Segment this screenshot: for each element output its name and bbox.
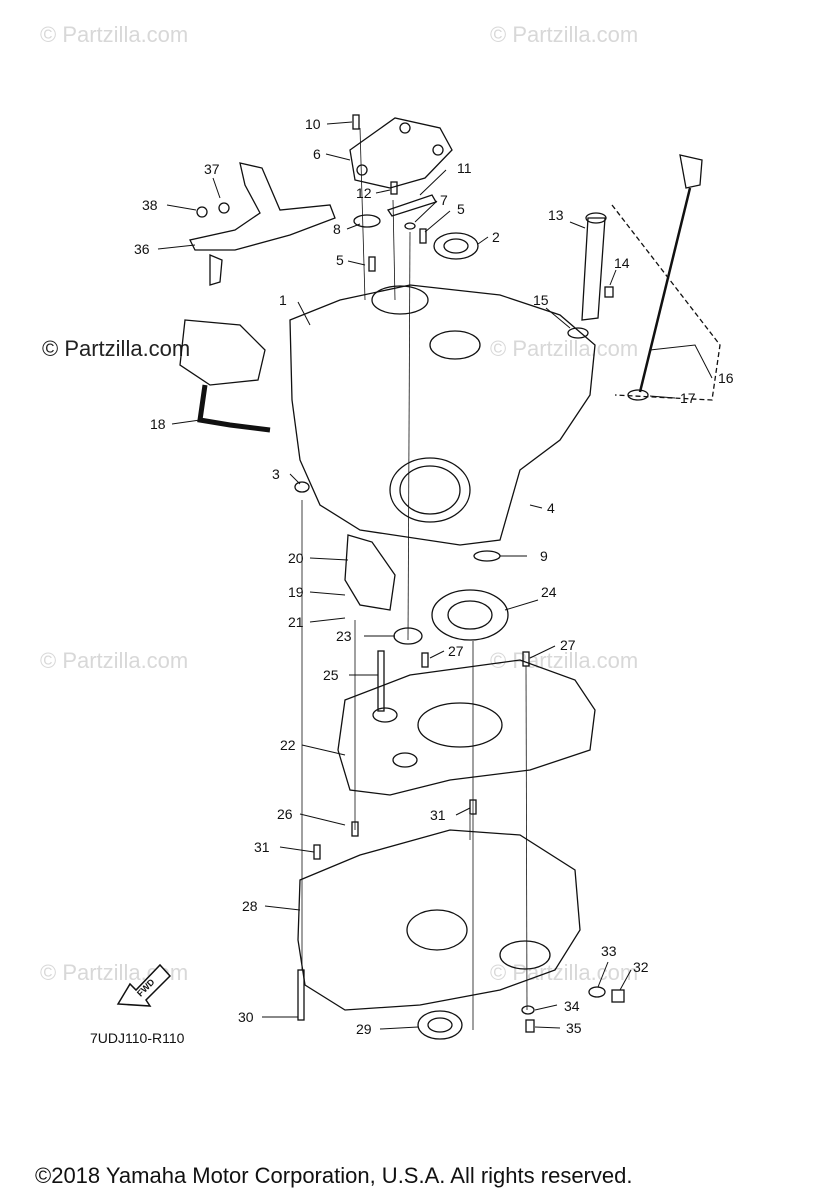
- callout-12: 12: [356, 185, 372, 201]
- callout-24: 24: [541, 584, 557, 600]
- callout-18: 18: [150, 416, 166, 432]
- callout-5b: 5: [457, 201, 465, 217]
- callout-8: 8: [333, 221, 341, 237]
- callout-25: 25: [323, 667, 339, 683]
- callout-5a: 5: [336, 252, 344, 268]
- callout-20: 20: [288, 550, 304, 566]
- watermark: © Partzilla.com: [490, 960, 639, 985]
- callout-37: 37: [204, 161, 220, 177]
- part-bracket: [189, 162, 336, 251]
- callout-32: 32: [633, 959, 649, 975]
- callout-9: 9: [540, 548, 548, 564]
- part-filler-tube: [581, 217, 606, 321]
- fwd-arrow-icon: FWD: [116, 963, 172, 1007]
- callout-13: 13: [548, 207, 564, 223]
- callout-4: 4: [547, 500, 555, 516]
- callout-21: 21: [288, 614, 304, 630]
- callout-28: 28: [242, 898, 258, 914]
- callout-22: 22: [280, 737, 296, 753]
- callout-11: 11: [457, 160, 472, 176]
- callout-19: 19: [288, 584, 304, 600]
- callout-7: 7: [440, 192, 448, 208]
- callout-3: 3: [272, 466, 280, 482]
- part-crankcase-lower: [337, 659, 596, 796]
- watermark: © Partzilla.com: [490, 336, 639, 361]
- callout-30: 30: [238, 1009, 254, 1025]
- watermark-dark: © Partzilla.com: [42, 336, 191, 361]
- watermark: © Partzilla.com: [40, 22, 189, 47]
- callout-labels: 1 2 3 4 5 5 6 7 8 9 10 11 12 13 14 15 16…: [134, 116, 734, 1037]
- callout-27b: 27: [560, 637, 576, 653]
- copyright-notice: ©2018 Yamaha Motor Corporation, U.S.A. A…: [35, 1163, 633, 1188]
- callout-23: 23: [336, 628, 352, 644]
- callout-16: 16: [718, 370, 734, 386]
- callout-27a: 27: [448, 643, 464, 659]
- callout-38: 38: [142, 197, 158, 213]
- watermark: © Partzilla.com: [40, 648, 189, 673]
- part-dipstick: [679, 154, 703, 189]
- callout-31b: 31: [254, 839, 270, 855]
- callout-6: 6: [313, 146, 321, 162]
- callout-1: 1: [279, 292, 287, 308]
- part-crankcase: [289, 284, 596, 546]
- part-cover: [349, 117, 453, 189]
- callout-31a: 31: [430, 807, 446, 823]
- callout-36: 36: [134, 241, 150, 257]
- watermark: © Partzilla.com: [490, 22, 639, 47]
- diagram-code: 7UDJ110-R110: [90, 1030, 185, 1046]
- callout-14: 14: [614, 255, 630, 271]
- callout-2: 2: [492, 229, 500, 245]
- callout-29: 29: [356, 1021, 372, 1037]
- callout-26: 26: [277, 806, 293, 822]
- callout-34: 34: [564, 998, 580, 1014]
- callout-17: 17: [680, 390, 696, 406]
- callout-33: 33: [601, 943, 617, 959]
- part-oil-pan: [297, 829, 581, 1011]
- callout-35: 35: [566, 1020, 582, 1036]
- callout-10: 10: [305, 116, 321, 132]
- callout-15: 15: [533, 292, 549, 308]
